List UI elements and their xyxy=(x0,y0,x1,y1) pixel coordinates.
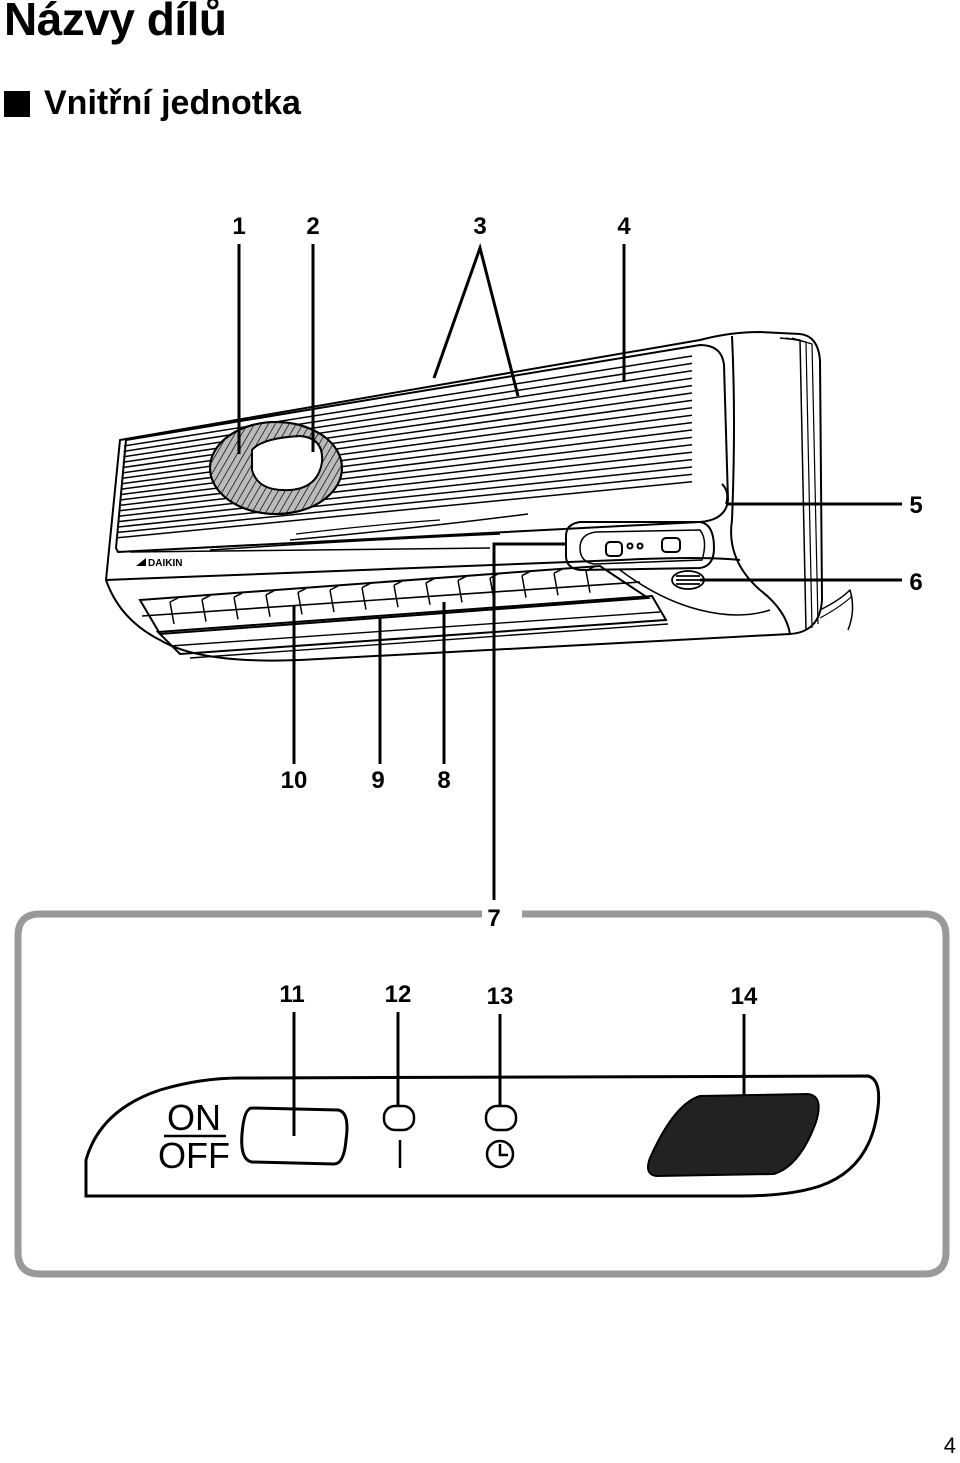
grille-slat xyxy=(119,444,693,512)
louvre-blade xyxy=(521,570,531,598)
air-filter xyxy=(209,421,343,515)
section-heading: Vnitřní jednotka xyxy=(4,84,301,123)
outer-flap xyxy=(138,564,651,636)
louvre-blade xyxy=(361,582,371,610)
signal-receiver-window xyxy=(647,1092,820,1178)
louvre-blade xyxy=(201,594,211,622)
grille-slat xyxy=(123,370,693,458)
callout-11: 11 xyxy=(279,981,304,1008)
grille-slat xyxy=(121,407,693,485)
callout-14: 14 xyxy=(731,983,758,1010)
unit-operation-panel xyxy=(565,521,716,572)
grille-slat xyxy=(118,451,693,517)
grille-slat xyxy=(121,399,693,480)
unit-body-outline xyxy=(105,331,823,662)
daikin-logo-icon xyxy=(136,558,146,566)
callout-12: 12 xyxy=(385,981,412,1008)
louvre-blade xyxy=(329,585,339,613)
callout-7: 7 xyxy=(487,905,500,932)
grille-slat xyxy=(117,466,693,528)
louvre-blade xyxy=(393,580,403,608)
bullet-square-icon xyxy=(4,90,30,117)
detail-operation-panel xyxy=(84,1074,881,1198)
callout-3: 3 xyxy=(473,213,486,240)
callout-6: 6 xyxy=(909,569,922,596)
off-text: OFF xyxy=(158,1135,230,1176)
callout-13: 13 xyxy=(487,983,514,1010)
section-title: Vnitřní jednotka xyxy=(44,84,301,122)
timer-clock-icon xyxy=(485,1139,515,1169)
grille-slat xyxy=(119,429,693,501)
on-off-label: ON OFF xyxy=(158,1097,230,1176)
callout-5: 5 xyxy=(909,492,922,519)
brand-text: DAIKIN xyxy=(148,558,182,569)
timer-lamp xyxy=(484,1104,518,1169)
louvre-blade xyxy=(169,597,179,625)
detail-leader-lines xyxy=(292,1012,746,1136)
daikin-logo: DAIKIN xyxy=(136,558,182,569)
page-number: 4 xyxy=(943,1433,956,1458)
on-text: ON xyxy=(167,1097,221,1138)
indoor-unit xyxy=(105,331,854,662)
detail-frame xyxy=(14,910,950,1278)
operation-lamp xyxy=(382,1104,416,1168)
callout-10: 10 xyxy=(281,767,308,794)
grille-slat xyxy=(117,481,693,539)
detail-callouts: 11 12 13 14 xyxy=(279,981,758,1010)
callout-9: 9 xyxy=(371,767,384,794)
air-inlet-grille xyxy=(117,355,693,539)
callout-labels: 1 2 3 4 5 6 7 8 9 10 xyxy=(232,213,922,932)
grille-slat xyxy=(119,436,693,507)
louvre-blade xyxy=(425,578,435,605)
room-temperature-sensor xyxy=(721,483,729,505)
side-end-panel xyxy=(730,335,791,635)
filter-inner-element xyxy=(251,434,324,492)
grille-slat xyxy=(117,473,693,534)
page-title: Názvy dílů xyxy=(4,0,227,45)
louvre-blade xyxy=(585,566,595,593)
grille-slat xyxy=(123,355,693,447)
callout-1: 1 xyxy=(232,213,245,240)
louvre-blade xyxy=(233,592,243,620)
louvre-blade xyxy=(265,590,275,617)
louvre-blade xyxy=(553,568,563,596)
callout-2: 2 xyxy=(306,213,319,240)
grille-slat xyxy=(118,458,693,523)
grille-slat xyxy=(123,362,693,453)
callout-8: 8 xyxy=(437,767,450,794)
louvre-blade xyxy=(297,587,307,615)
lower-flap xyxy=(155,594,668,656)
air-outlet-louvres xyxy=(138,564,669,659)
louvre-blade xyxy=(457,575,467,603)
callout-4: 4 xyxy=(617,213,631,240)
leader-lines xyxy=(237,242,902,900)
front-grille-panel xyxy=(115,344,729,553)
